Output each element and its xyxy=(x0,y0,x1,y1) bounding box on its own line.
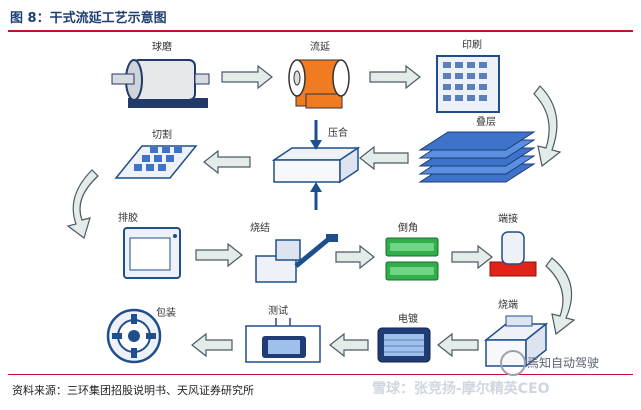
arrow-plating-to-testing xyxy=(329,332,369,358)
lamination-press xyxy=(271,120,361,210)
label-ball-mill: 球磨 xyxy=(152,40,172,53)
arrow-testing-to-packaging xyxy=(191,332,233,358)
debinding-oven xyxy=(123,227,181,279)
chamfering-parts xyxy=(385,237,439,281)
arrow-mill-to-casting xyxy=(221,64,273,90)
curved-arrow-termination-to-firing xyxy=(545,257,576,336)
arrow-casting-to-printing xyxy=(369,64,421,90)
ball-mill-machine xyxy=(111,59,210,108)
arrow-lamination-to-cutting xyxy=(203,149,251,175)
arrow-stacking-to-lamination xyxy=(359,145,409,171)
sintering-furnace xyxy=(255,234,338,283)
figure-title: 图 8：干式流延工艺示意图 xyxy=(10,11,167,26)
plating-chip xyxy=(377,327,431,363)
label-cutting: 切割 xyxy=(152,128,172,141)
title-divider xyxy=(8,30,633,32)
source-note: 资料来源：三环集团招股说明书、天风证券研究所 xyxy=(12,384,254,397)
label-stacking: 叠层 xyxy=(476,116,496,128)
stacked-layers xyxy=(418,131,536,183)
source-divider xyxy=(8,374,633,375)
watermark-logo-icon xyxy=(500,350,526,376)
label-debinding: 排胶 xyxy=(118,211,138,224)
printing-sheet xyxy=(436,55,500,113)
watermark-left: 雪球：张竞扬-摩尔精英CEO xyxy=(372,381,550,397)
packaging-reel xyxy=(106,308,162,364)
label-testing: 测试 xyxy=(268,304,288,317)
curved-arrow-printing-to-stacking xyxy=(533,85,562,168)
label-lamination: 压合 xyxy=(328,126,348,139)
label-termination: 端接 xyxy=(498,212,518,225)
arrow-sintering-to-chamfering xyxy=(335,244,375,270)
label-sintering: 烧结 xyxy=(250,221,270,234)
arrow-debinding-to-sintering xyxy=(195,242,243,268)
watermark-right: 焉知自动驾驶 xyxy=(527,356,600,370)
casting-roll xyxy=(288,59,350,109)
curved-arrow-cutting-to-debinding xyxy=(66,169,99,239)
cutting-tray xyxy=(114,145,198,179)
arrow-chamfering-to-termination xyxy=(451,244,493,270)
termination-dip xyxy=(489,231,537,277)
label-casting: 流延 xyxy=(310,40,330,53)
label-plating: 电镀 xyxy=(398,312,418,325)
arrow-firing-to-plating xyxy=(437,332,479,358)
testing-fixture xyxy=(245,318,321,363)
label-printing: 印刷 xyxy=(462,39,482,51)
label-chamfering: 倒角 xyxy=(398,222,418,234)
label-firing: 烧端 xyxy=(498,298,518,311)
label-packaging: 包装 xyxy=(156,306,176,319)
